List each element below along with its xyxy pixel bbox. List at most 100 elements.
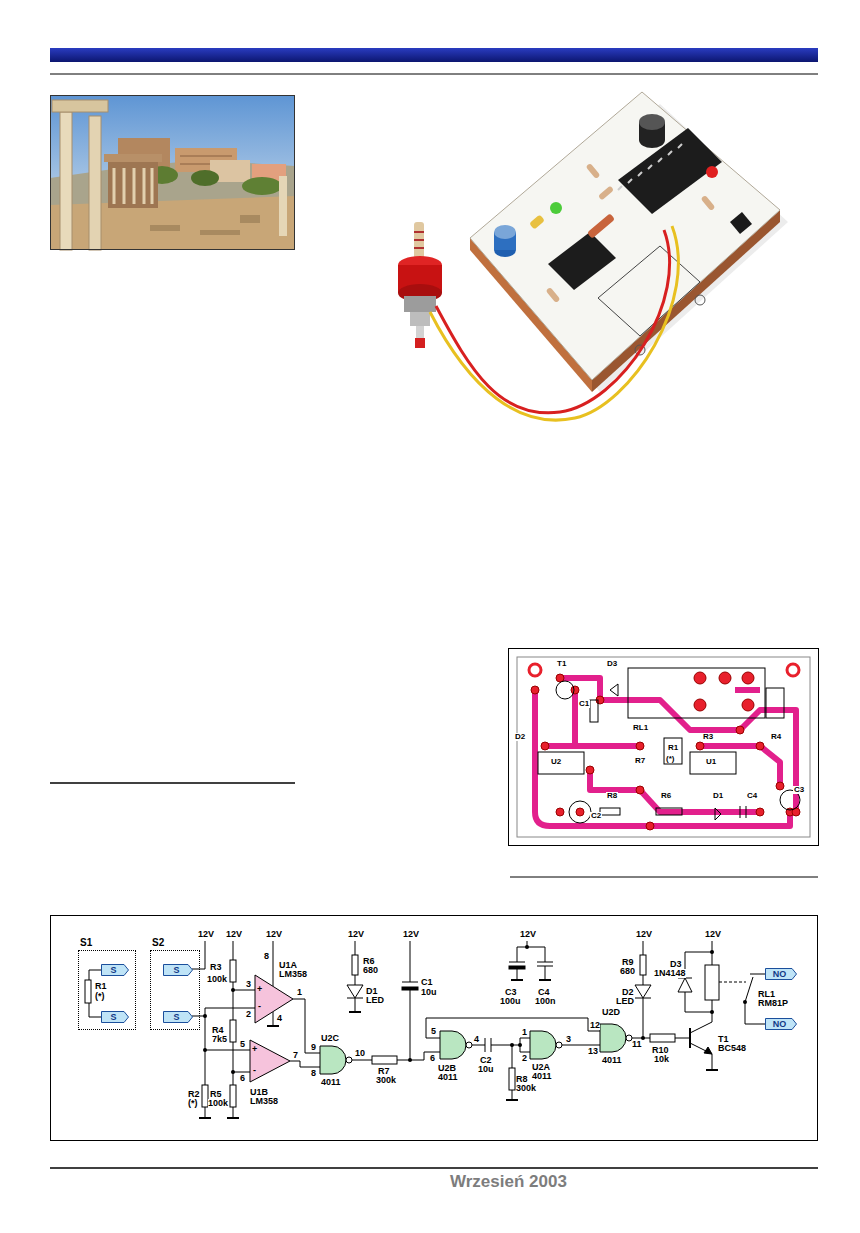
schematic-label: 1 [522,1028,527,1037]
board-photo [436,230,670,413]
schematic-label: 1N4148 [654,969,686,978]
board-photo [598,186,614,201]
schematic-label: 100k [207,975,227,984]
board-photo [550,202,562,214]
pcb-layout [646,822,654,830]
pcb-layout [535,678,796,826]
schematic [273,941,320,1053]
schematic [440,1031,466,1059]
board-photo [414,232,424,248]
schematic-label: 13 [588,1047,598,1056]
schematic-label: D3 [670,960,682,969]
pcb-label: R3 [702,733,714,741]
schematic-label: U2B [438,1064,456,1073]
schematic-label: 12V [705,930,721,939]
schematic-label: 6 [240,1074,245,1083]
schematic-label: C1 [421,978,433,987]
pcb-layout [690,752,736,774]
pcb-label: C2 [590,812,602,820]
pcb-layout [576,808,584,816]
header-bar [50,48,818,62]
forum-photo [50,95,295,250]
schematic-label: 300k [376,1076,396,1085]
pcb-layout [787,664,799,676]
board-photo [365,80,815,450]
schematic [509,941,553,980]
schematic [719,982,746,983]
schematic [635,985,651,998]
schematic-label: U2C [321,1034,339,1043]
schematic-label: 7 [293,1051,298,1060]
pcb-label: (*) [665,755,675,763]
schematic-label: 12V [403,930,419,939]
schematic-label: C2 [480,1056,492,1065]
schematic [704,1047,712,1054]
pcb-layout [569,801,591,823]
forum-photo [50,196,295,250]
schematic-label: 9 [311,1043,316,1052]
schematic-label: (*) [188,1099,198,1108]
schematic [203,1048,207,1052]
schematic [743,1000,747,1004]
pcb-label: R6 [660,792,672,800]
schematic [509,966,525,969]
pcb-layout [742,672,754,684]
schematic-label: 3 [246,980,251,989]
board-photo [730,212,752,234]
board-photo [548,232,616,290]
tag-text: NO [767,1018,792,1030]
schematic [352,955,358,975]
pcb-layout [517,657,810,837]
forum-photo [279,176,287,236]
pcb-label: RL1 [632,724,649,732]
schematic [199,1117,211,1119]
schematic [408,1058,412,1062]
pcb-label: R4 [770,733,782,741]
pcb-layout [509,649,819,846]
schematic-label: D2 [622,988,634,997]
schematic-label: R5 [210,1090,222,1099]
pcb-layout [560,678,796,812]
schematic-label: R9 [622,958,634,967]
tag-text: S [165,964,188,976]
pcb-label: D1 [712,792,724,800]
schematic [635,941,651,1038]
board-photo [404,296,436,312]
schematic [372,1056,397,1064]
schematic-label: (*) [95,992,105,1001]
schematic [466,1042,472,1048]
schematic [231,988,235,992]
pin-polarity: + [252,1045,257,1054]
schematic [231,1070,235,1074]
pcb-layout [740,806,746,818]
pcb-layout [636,786,644,794]
schematic-label: LM358 [250,1097,278,1106]
schematic [690,1000,712,1070]
schematic [230,960,236,982]
pcb-label: R8 [606,792,618,800]
pcb-layout [650,812,790,826]
schematic-label: 12 [590,1021,600,1030]
schematic-label: U1A [279,961,297,970]
schematic-label: 8 [264,952,269,961]
forum-photo [52,100,108,112]
schematic-label: R7 [378,1067,390,1076]
schematic-label: 4011 [532,1072,552,1081]
pcb-layout [529,664,541,676]
schematic [227,1117,239,1119]
schematic-label: 1 [297,988,302,997]
board-photo [529,214,545,229]
connector-frame: S2SS [150,950,200,1030]
pcb-layout [715,808,721,820]
board-photo [587,213,615,238]
pin-polarity: - [253,1066,256,1075]
schematic [347,941,363,1012]
board-photo [618,144,682,190]
rule-lines [50,1167,818,1169]
schematic [506,1099,518,1101]
schematic-label: 10u [478,1065,494,1074]
pcb-label: C3 [793,786,805,794]
tag-shape [164,965,193,976]
schematic-label: 4 [474,1035,479,1044]
schematic-label: R10 [652,1046,669,1055]
